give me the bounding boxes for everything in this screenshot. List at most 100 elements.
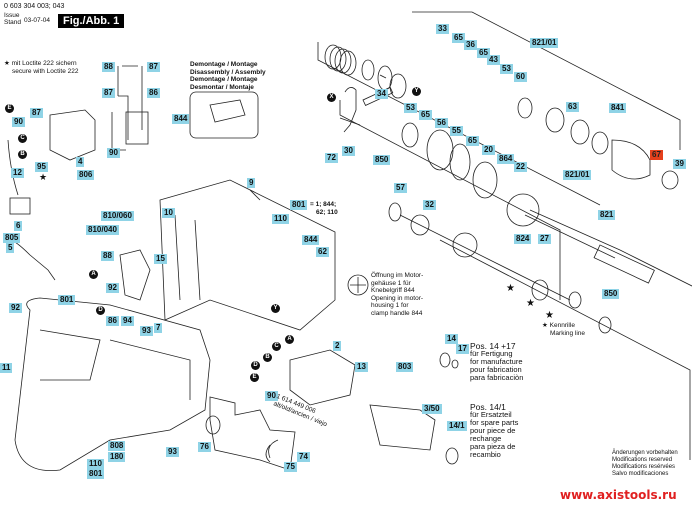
callout-808[interactable]: 808 <box>108 441 126 451</box>
callout-62[interactable]: 62 <box>316 247 329 257</box>
website-link[interactable]: www.axistools.ru <box>560 488 677 502</box>
star-icon-1: ★ <box>506 283 515 294</box>
callout-806[interactable]: 806 <box>77 170 95 180</box>
callout-32[interactable]: 32 <box>423 200 436 210</box>
callout-12[interactable]: 12 <box>11 168 24 178</box>
modifications-fr: Modifications resérvées <box>612 464 676 470</box>
callout-65-a[interactable]: 65 <box>452 33 465 43</box>
callout-36[interactable]: 36 <box>464 40 477 50</box>
callout-63[interactable]: 63 <box>566 102 579 112</box>
callout-56[interactable]: 56 <box>435 118 448 128</box>
issue-label: Issue Stand <box>4 12 21 26</box>
callout-57[interactable]: 57 <box>394 183 407 193</box>
callout-27[interactable]: 27 <box>538 234 551 244</box>
callout-850-upper[interactable]: 850 <box>373 155 391 165</box>
pos-14-1-l1: für Ersatzteil <box>470 410 512 419</box>
callout-824[interactable]: 824 <box>514 234 532 244</box>
callout-55[interactable]: 55 <box>450 126 463 136</box>
callout-65-d[interactable]: 65 <box>466 136 479 146</box>
callout-74[interactable]: 74 <box>297 452 310 462</box>
callout-9[interactable]: 9 <box>247 178 256 188</box>
callout-75[interactable]: 75 <box>284 462 297 472</box>
callout-87-wiring-2[interactable]: 87 <box>102 88 115 98</box>
callout-34[interactable]: 34 <box>375 89 388 99</box>
callout-4[interactable]: 4 <box>76 157 85 167</box>
armature-803 <box>369 404 436 451</box>
callout-43[interactable]: 43 <box>487 55 500 65</box>
callout-90-wiring[interactable]: 90 <box>107 148 120 158</box>
callout-13[interactable]: 13 <box>355 362 368 372</box>
pos-14-1-title: Pos. 14/1 <box>470 402 506 412</box>
callout-92-brush[interactable]: 92 <box>106 283 119 293</box>
callout-20[interactable]: 20 <box>482 145 495 155</box>
callout-33[interactable]: 33 <box>436 24 449 34</box>
callout-841[interactable]: 841 <box>609 103 627 113</box>
callout-7[interactable]: 7 <box>154 323 163 333</box>
callout-60[interactable]: 60 <box>514 72 527 82</box>
callout-53[interactable]: 53 <box>404 103 417 113</box>
callout-11[interactable]: 11 <box>0 363 13 373</box>
callout-6[interactable]: 6 <box>14 221 23 231</box>
callout-86[interactable]: 86 <box>106 316 119 326</box>
callout-864[interactable]: 864 <box>497 154 515 164</box>
callout-10[interactable]: 10 <box>162 208 175 218</box>
callout-3-50[interactable]: 3/50 <box>422 404 442 414</box>
marker-b: B <box>18 150 27 159</box>
connector-12 <box>9 197 31 215</box>
callout-844[interactable]: 844 <box>302 235 320 245</box>
callout-14[interactable]: 14 <box>445 334 458 344</box>
loctite-note: ★ mit Loctite 222 sichern secure with Lo… <box>4 60 78 76</box>
callout-801-formula[interactable]: 801 <box>290 200 308 210</box>
callout-22[interactable]: 22 <box>514 162 527 172</box>
callout-17[interactable]: 17 <box>456 344 469 354</box>
callout-803[interactable]: 803 <box>396 362 414 372</box>
callout-86-wiring[interactable]: 86 <box>147 88 160 98</box>
callout-850-lower[interactable]: 850 <box>602 289 620 299</box>
callout-88[interactable]: 88 <box>101 251 114 261</box>
callout-2[interactable]: 2 <box>333 341 342 351</box>
callout-87[interactable]: 87 <box>30 108 43 118</box>
callout-72[interactable]: 72 <box>325 153 338 163</box>
callout-844-assembly[interactable]: 844 <box>172 114 190 124</box>
callout-30[interactable]: 30 <box>342 146 355 156</box>
callout-821[interactable]: 821 <box>598 210 616 220</box>
callout-821-01-b[interactable]: 821/01 <box>563 170 592 180</box>
callout-76[interactable]: 76 <box>198 442 211 452</box>
figure-label: Fig./Abb. 1 <box>58 14 125 28</box>
callout-110[interactable]: 110 <box>272 214 289 224</box>
callout-801[interactable]: 801 <box>58 295 76 305</box>
callout-821-01-a[interactable]: 821/01 <box>530 38 559 48</box>
assembly-note-de: Demontage / Montage <box>190 61 258 68</box>
assembly-note-es: Desmontar / Montaje <box>190 83 254 91</box>
callout-93-upper[interactable]: 93 <box>140 326 153 336</box>
callout-87-wiring[interactable]: 87 <box>147 62 160 72</box>
callout-92[interactable]: 92 <box>9 303 22 313</box>
callout-810-060[interactable]: 810/060 <box>101 211 134 221</box>
callout-5[interactable]: 5 <box>6 243 15 253</box>
callout-110-handle[interactable]: 110 <box>87 459 104 469</box>
star-icon-95: ★ <box>39 172 48 182</box>
callout-88-wiring[interactable]: 88 <box>102 62 115 72</box>
callout-39[interactable]: 39 <box>673 159 686 169</box>
callout-15[interactable]: 15 <box>154 254 167 264</box>
marker-c-motor: C <box>272 342 281 351</box>
callout-90[interactable]: 90 <box>12 117 25 127</box>
marker-d-motor: D <box>251 361 260 370</box>
callout-53-a[interactable]: 53 <box>500 64 513 74</box>
callout-805[interactable]: 805 <box>3 233 21 243</box>
callout-65-c[interactable]: 65 <box>419 110 432 120</box>
callout-95[interactable]: 95 <box>35 162 48 172</box>
modifications-note: Änderungen vorbehalten Modifications res… <box>612 450 678 478</box>
callout-14-1[interactable]: 14/1 <box>447 421 467 431</box>
callout-810-040[interactable]: 810/040 <box>86 225 119 235</box>
issue-label-en: Issue <box>4 12 20 19</box>
marker-y-housing: Y <box>271 304 280 313</box>
opening-note-2: gehäuse 1 für <box>371 279 411 287</box>
callout-90-motor[interactable]: 90 <box>265 391 278 401</box>
callout-94[interactable]: 94 <box>121 316 134 326</box>
callout-67-highlighted[interactable]: 67 <box>650 150 663 160</box>
callout-180[interactable]: 180 <box>108 452 126 462</box>
callout-801-handle[interactable]: 801 <box>87 469 105 479</box>
callout-93[interactable]: 93 <box>166 447 179 457</box>
callout-65-b[interactable]: 65 <box>477 48 490 58</box>
